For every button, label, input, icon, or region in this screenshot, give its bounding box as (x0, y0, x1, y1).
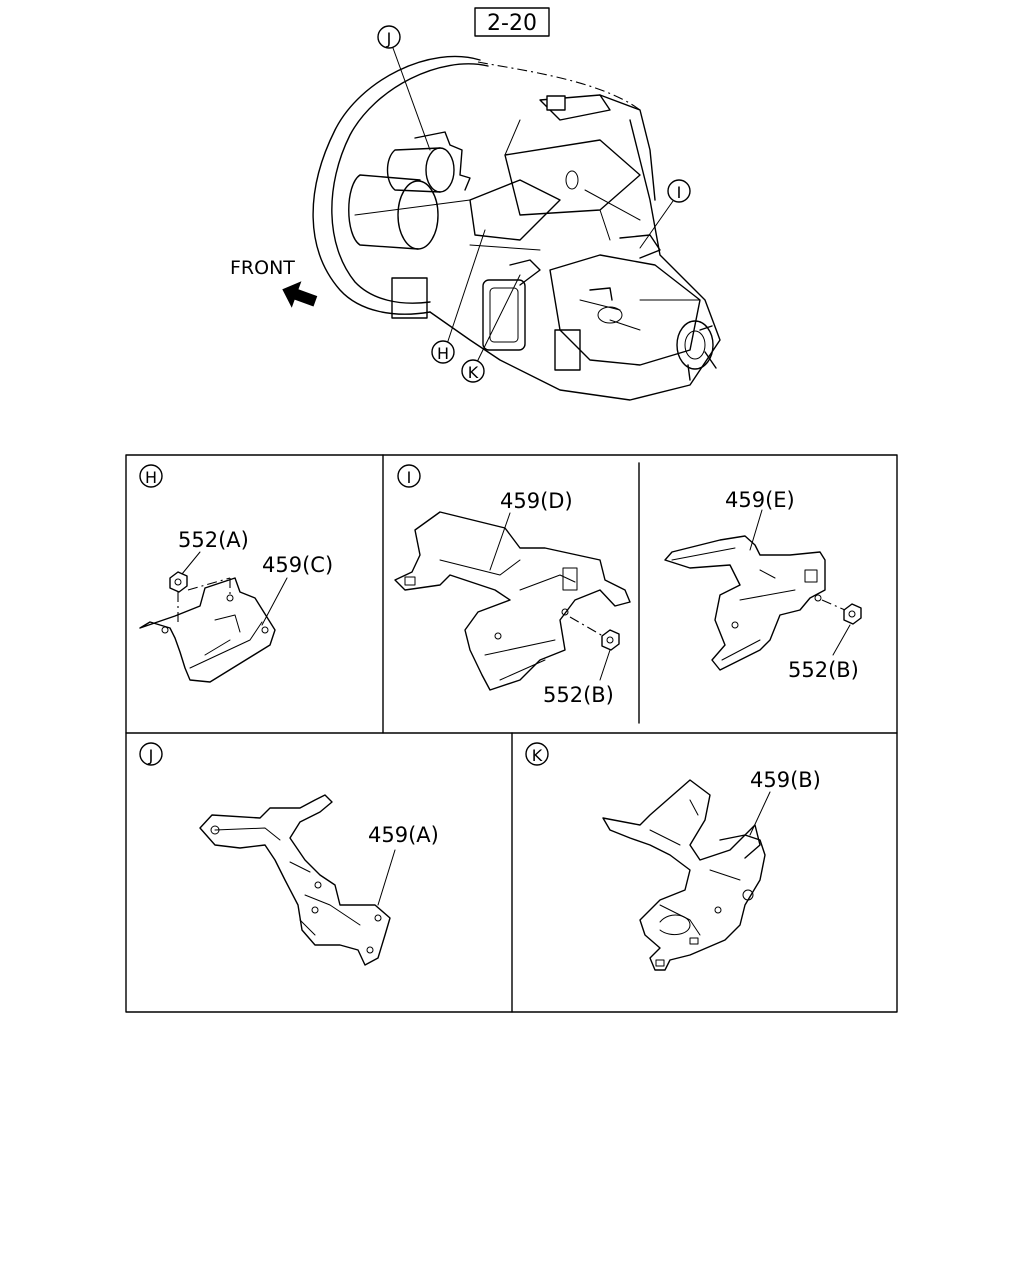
panel-J-letter (139, 742, 163, 766)
panel-H-letter (139, 464, 163, 488)
svg-text:H: H (145, 468, 157, 487)
panel-J: J 459(A) (139, 742, 439, 966)
part-label: 459(D) (500, 489, 573, 513)
part-label: 459(C) (262, 553, 333, 577)
panel-K-letter (525, 742, 549, 766)
part-label: 459(B) (750, 768, 821, 792)
part-label: 552(A) (178, 528, 249, 552)
svg-text:J: J (386, 29, 392, 48)
part-label: 552(B) (788, 658, 859, 682)
transmission-assembly: 2-20 (312, 7, 721, 401)
panel-I-letter (397, 464, 421, 488)
part-label: 459(A) (368, 823, 439, 847)
front-label: FRONT (230, 257, 295, 279)
part-label: 459(E) (725, 488, 795, 512)
svg-text:J: J (148, 746, 154, 765)
svg-text:I: I (677, 183, 682, 202)
ref-box (474, 7, 550, 37)
callout-K: K (461, 274, 521, 383)
part-label: 552(B) (543, 683, 614, 707)
ref-box-label: 2-20 (487, 11, 537, 36)
callout-H: H (431, 229, 486, 364)
callout-J: J (377, 25, 431, 151)
front-arrow-icon (282, 281, 318, 308)
svg-text:K: K (532, 746, 543, 765)
panel-H: H 552(A) 459(C) (139, 464, 333, 683)
panel-I: I 459(D) 552(B) 459(E) 552(B) (394, 464, 862, 707)
callout-I: I (639, 179, 691, 249)
svg-text:H: H (437, 344, 449, 363)
detail-grid (125, 454, 898, 1013)
panel-K: K 459(B) (525, 742, 821, 971)
svg-text:I: I (407, 468, 412, 487)
svg-text:K: K (468, 363, 479, 382)
